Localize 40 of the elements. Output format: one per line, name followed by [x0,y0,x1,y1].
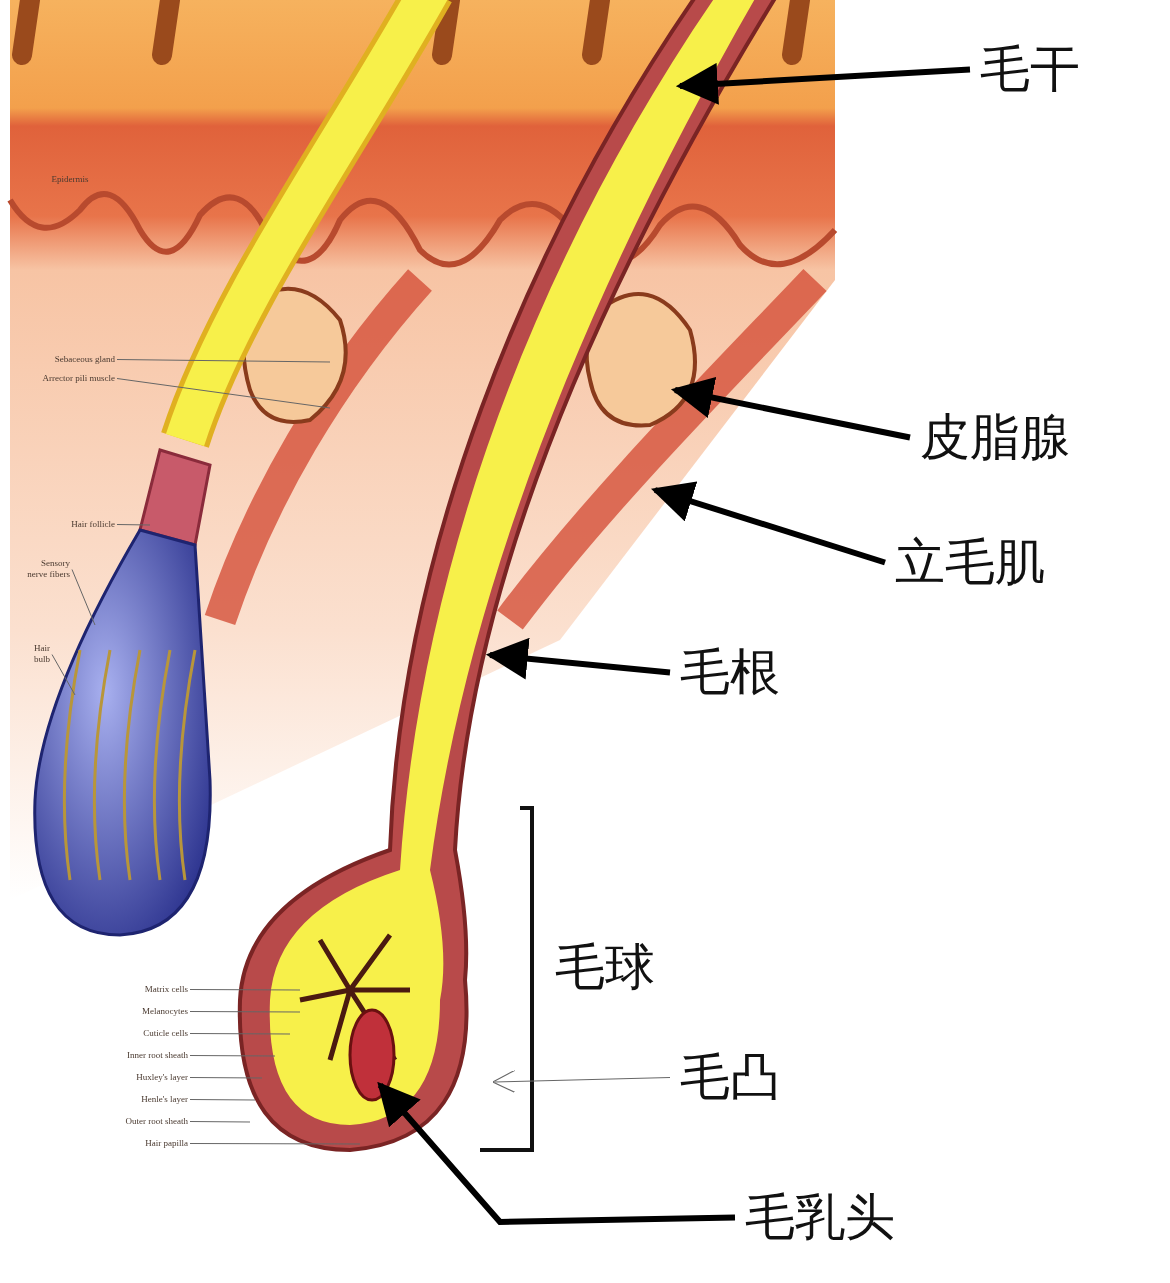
arrow [675,62,971,105]
label-text: Cuticle cells [60,1028,188,1040]
label-text: 毛干 [980,42,1080,97]
leader-line [189,1099,256,1101]
label-text: 立毛肌 [895,535,1045,590]
leader-line [189,1055,276,1057]
leader-line [51,654,76,696]
label-text: Arrector pili muscle [40,373,115,385]
arrow [485,637,671,680]
label-text: Inner root sheath [60,1050,188,1062]
label-text: 皮脂腺 [920,410,1070,465]
label-text: 毛凸 [680,1050,780,1105]
leader-line [189,989,301,991]
label-text: Hair bulb [20,643,50,666]
label-text: Hair papilla [60,1138,188,1150]
leader-line [116,359,331,363]
leader-line [116,524,151,526]
label-text: 毛根 [680,645,780,700]
label-text: Epidermis [50,174,90,186]
label-text: 毛球 [555,940,655,995]
label-text: Matrix cells [60,984,188,996]
leader-line [189,1143,361,1145]
arrow [492,1069,671,1094]
label-text: Huxley's layer [60,1072,188,1084]
leader-line [189,1077,263,1079]
label-text: Outer root sheath [60,1116,188,1128]
label-text: Sebaceous gland [10,354,115,366]
leader-line [189,1033,291,1035]
leader-line [189,1121,251,1123]
arrow [670,376,911,441]
label-text: 毛乳头 [745,1190,895,1245]
arrow [651,481,886,566]
arrow [377,1081,736,1226]
leader-line [116,378,331,409]
label-text: Henle's layer [60,1094,188,1106]
leader-line [189,1011,301,1013]
label-text: Sensory nerve fibers [25,558,70,581]
label-text: Hair follicle [10,519,115,531]
leader-line [71,569,96,626]
label-text: Melanocytes [60,1006,188,1018]
